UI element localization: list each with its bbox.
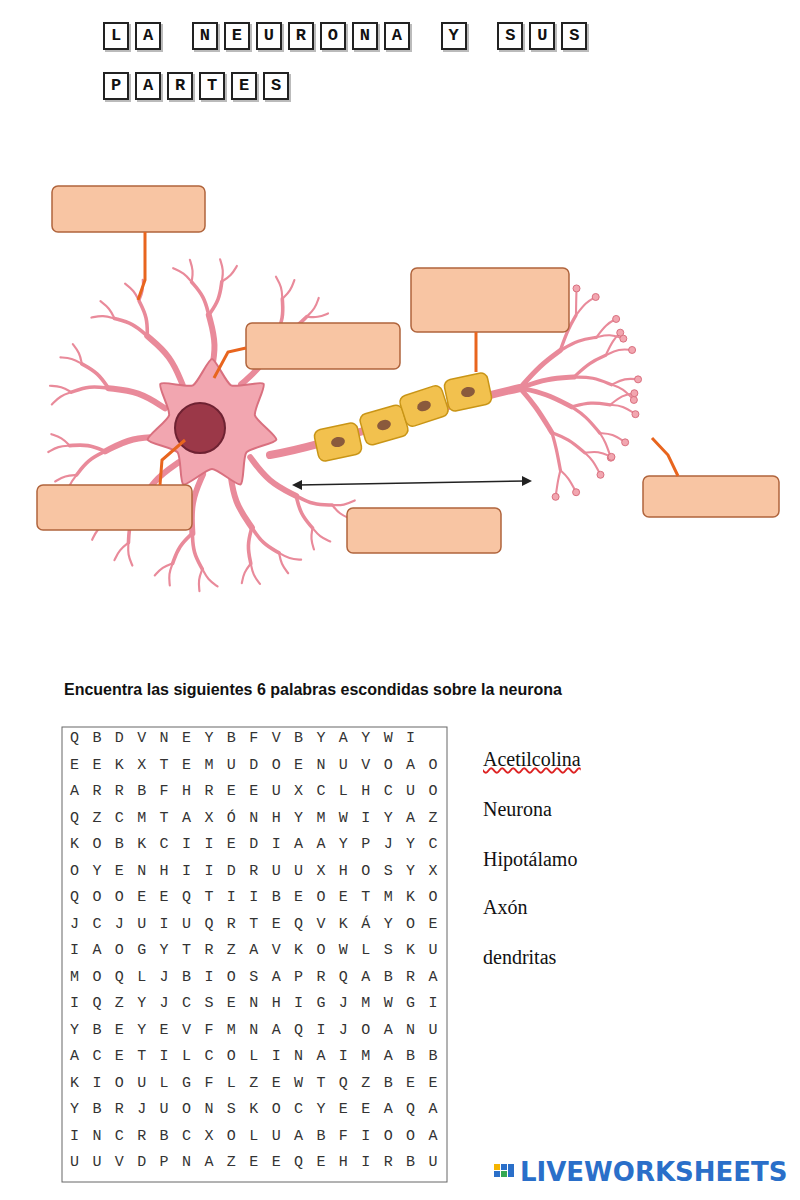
word-search-row: K I O U L G F L Z E W T Q Z B E E <box>70 1075 440 1092</box>
word-to-find: Neurona <box>483 798 552 821</box>
word-to-find: Hipotálamo <box>483 848 577 871</box>
word-search-row: A R R B F H R E E U X C L H C U O <box>70 783 440 800</box>
myelin-sheath <box>313 372 493 462</box>
axon-length-arrow <box>292 476 532 490</box>
word-to-find: Acetilcolina <box>483 748 581 771</box>
word-search-row: Y B R J U O N S K O C Y E E A Q A <box>70 1101 440 1118</box>
word-search-frame <box>62 727 447 1182</box>
cell-body <box>148 359 277 485</box>
word-search-row: I Q Z Y J C S E N H I G J M W G I <box>70 995 440 1012</box>
logo-icon <box>494 1164 514 1177</box>
word-to-find: Axón <box>483 896 527 919</box>
label-boxes <box>37 186 779 553</box>
word-search-row: Q B D V N E Y B F V B Y A Y W I <box>70 730 417 747</box>
logo: LIVEWORKSHEETS <box>520 1157 788 1187</box>
word-search-row: I A O G Y T R Z A V K O W L S K U <box>70 942 440 959</box>
title: LA NEURONA Y SUS PARTES <box>100 10 625 110</box>
word-search-row: K O B K C I I E D I A A Y P J Y C <box>70 836 440 853</box>
word-search-row: J C J U I U Q R T E Q V K Á Y O E <box>70 916 440 933</box>
word-search-row: A C E T I L C O L I N A I M A B B <box>70 1048 440 1065</box>
dendrites <box>48 259 355 591</box>
instruction: Encuentra las siguientes 6 palabras esco… <box>64 681 562 699</box>
word-search-row: I N C R B C X O L U A B F I O O A <box>70 1128 440 1145</box>
word-search-row: O Y E N H I I D R U U X H O S Y X <box>70 863 440 880</box>
leader-lines <box>138 232 678 485</box>
word-search-row: Q Z C M T A X Ó N H Y M W I Y A Z <box>70 810 440 827</box>
nucleus <box>175 403 225 453</box>
word-search-row: U U V D P N A Z E E Q E H I R B U <box>70 1154 440 1171</box>
word-search-row: Q O O E E Q T I I B E O E T M K O <box>70 889 440 906</box>
word-to-find: dendritas <box>483 946 556 969</box>
word-search-row: E E K X T E M U D O E N U V O A O <box>70 757 440 774</box>
word-search-row: Y B E Y E V F M N A Q I J O A N U <box>70 1022 440 1039</box>
word-search-row: M O Q L J B I O S A P R Q A B R A <box>70 969 440 986</box>
